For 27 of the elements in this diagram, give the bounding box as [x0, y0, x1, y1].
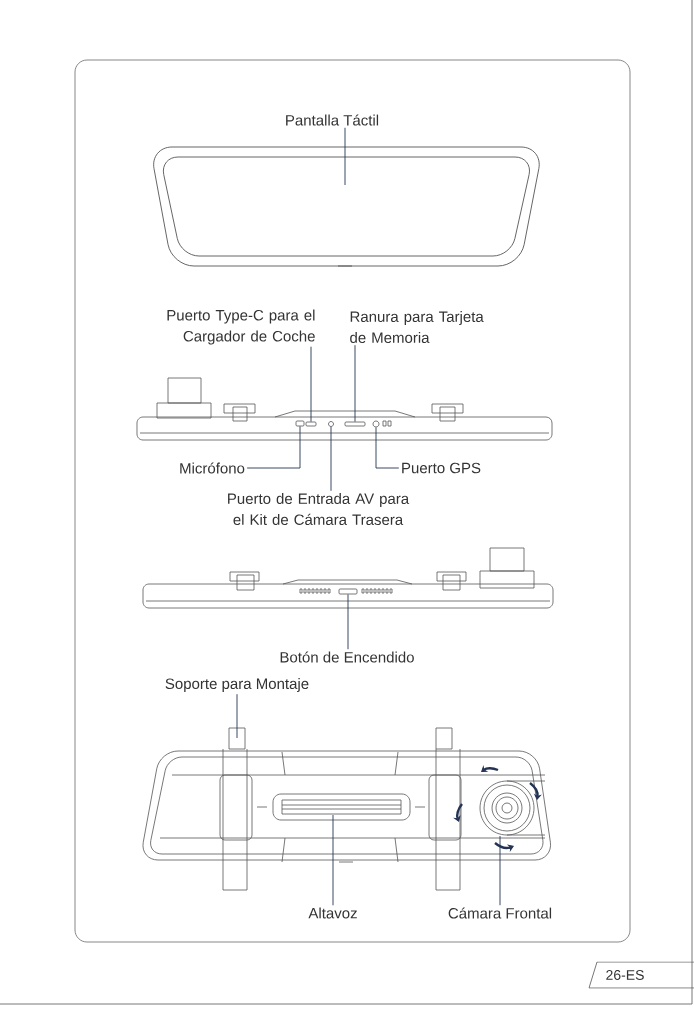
leader-line: [310, 346, 312, 423]
callout-label: Botón de Encendido: [280, 651, 414, 663]
leader-line: [354, 344, 356, 423]
leader-line: [347, 593, 349, 650]
callout-label: Altavoz: [308, 907, 357, 919]
card-slot: [344, 421, 366, 427]
leader-line: [246, 425, 301, 469]
callout-label: Pantalla Táctil: [286, 114, 379, 126]
leader-line: [332, 814, 334, 906]
av-port: [328, 421, 334, 427]
callout-label: Micrófono: [180, 462, 245, 474]
leader-line: [344, 127, 346, 186]
page-number-tab: 26-ES: [588, 961, 694, 989]
gps-port: [372, 420, 380, 428]
leader-line: [330, 426, 332, 492]
usb-port: [305, 421, 317, 427]
callout-label: Ranura para Tarjeta de Memoria: [350, 311, 484, 343]
leader-line: [375, 426, 400, 469]
callout-label: Puerto GPS: [402, 462, 481, 474]
callout-label: Cámara Frontal: [448, 907, 552, 919]
microphone-hole: [295, 420, 305, 427]
callout-label: Soporte para Montaje: [165, 678, 309, 692]
power-button: [338, 588, 358, 595]
leader-line: [236, 693, 238, 739]
callout-label: Puerto Type-C para el Cargador de Coche: [167, 309, 315, 345]
leader-line: [499, 835, 501, 906]
callout-label: Puerto de Entrada AV para el Kit de Cámara Trasera: [228, 493, 410, 525]
